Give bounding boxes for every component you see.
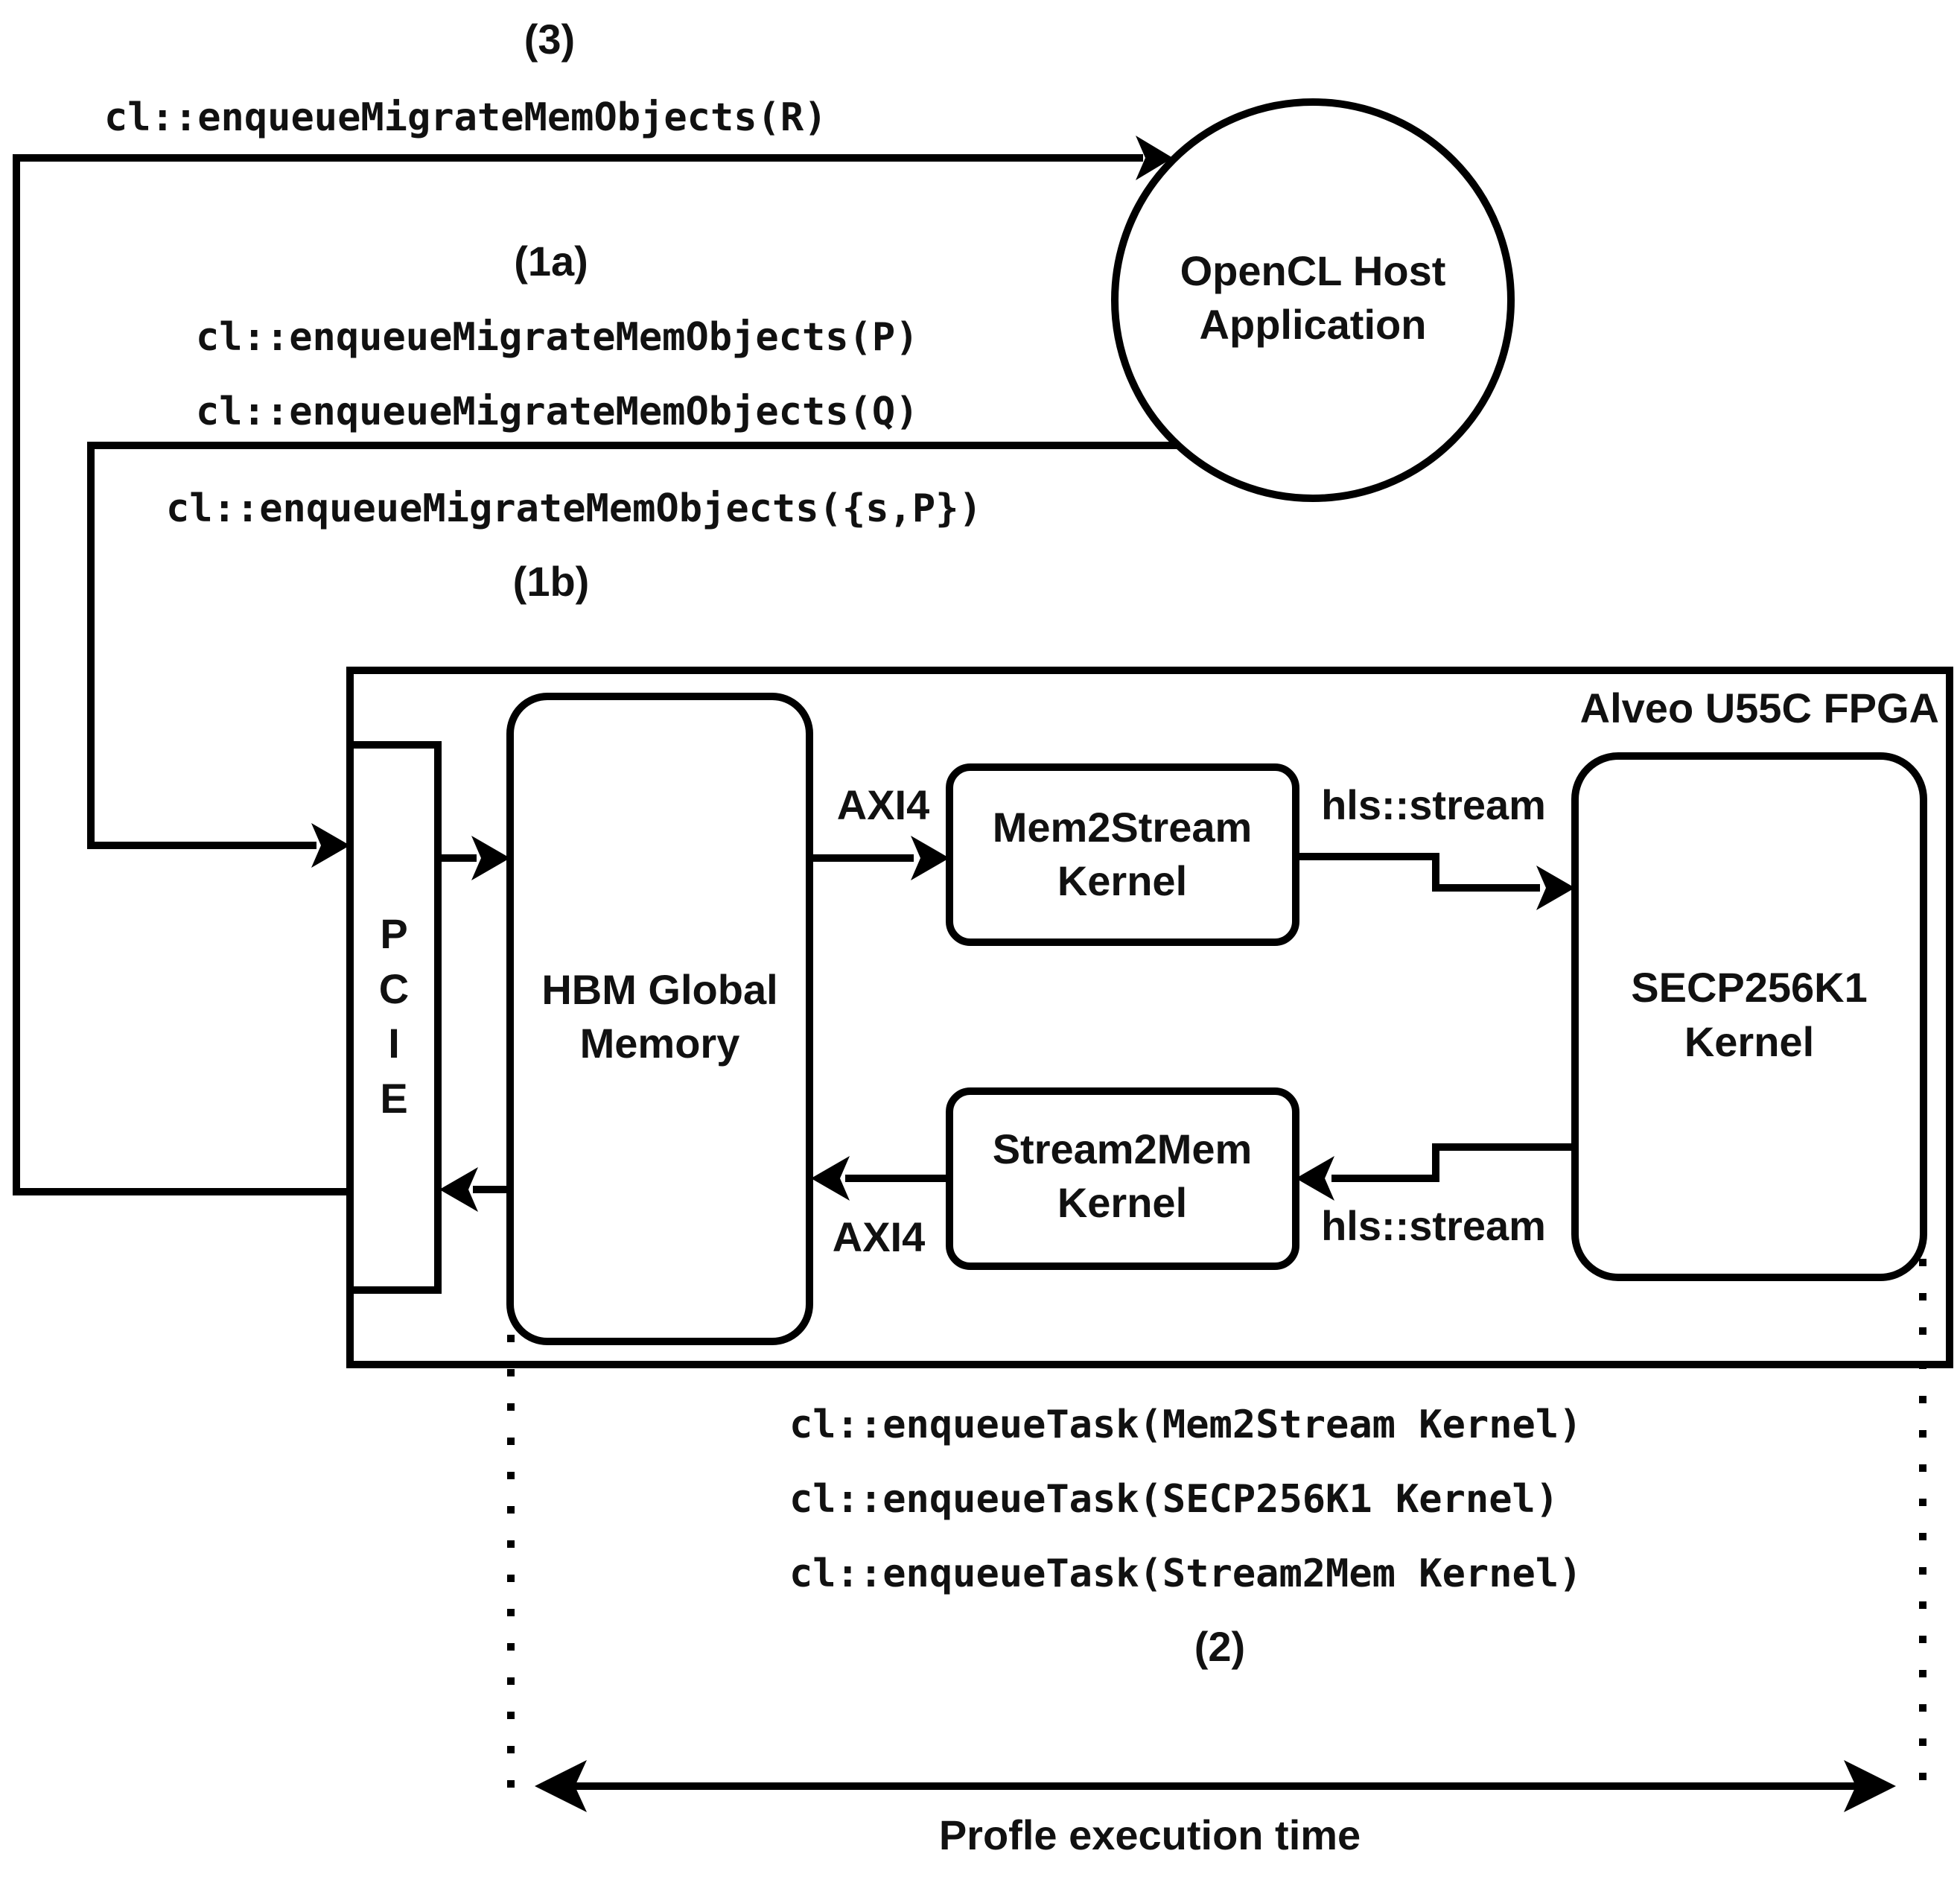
send-path-line (87, 442, 1180, 849)
hbm-label-line1: HBM Global (541, 966, 777, 1013)
hbm-to-pcie-arrowhead (439, 1167, 478, 1212)
mem2stream-label-line2: Kernel (1057, 857, 1187, 904)
host-label-line1: OpenCL Host (1180, 247, 1446, 294)
step-3-label: (3) (524, 16, 575, 63)
axi4-bottom-label: AXI4 (833, 1213, 926, 1260)
call-migrate-r: cl::enqueueMigrateMemObjects(R) (104, 95, 827, 140)
hbm-label-line2: Memory (580, 1020, 740, 1067)
pcie-letter-e: E (380, 1075, 407, 1122)
call-migrate-sp: cl::enqueueMigrateMemObjects({s,P}) (166, 486, 982, 531)
call-migrate-p: cl::enqueueMigrateMemObjects(P) (196, 315, 919, 360)
step-1b-label: (1b) (513, 558, 590, 605)
pcie-to-hbm-arrowhead (471, 836, 510, 880)
profile-time-arrowhead-right (1844, 1760, 1896, 1812)
pcie-block (346, 741, 442, 1294)
call-migrate-q: cl::enqueueMigrateMemObjects(Q) (196, 390, 919, 434)
hls-stream-bottom-label: hls::stream (1321, 1202, 1546, 1249)
mem2stream-label-line1: Mem2Stream (993, 804, 1253, 851)
hls-stream-top-label: hls::stream (1321, 781, 1546, 828)
call-task-stream2mem: cl::enqueueTask(Stream2Mem Kernel) (789, 1552, 1582, 1596)
return-path-line (13, 154, 1143, 1195)
step-1a-label: (1a) (514, 238, 588, 285)
arrowhead-to-pcie (311, 823, 350, 868)
pcie-letter-i: I (388, 1020, 400, 1067)
stream2mem-label-line1: Stream2Mem (993, 1125, 1253, 1172)
fpga-board-label: Alveo U55C FPGA (1580, 685, 1939, 731)
pcie-letter-c: C (379, 965, 409, 1012)
secp256k1-label-line2: Kernel (1684, 1018, 1814, 1065)
mem2stream-kernel-block (946, 763, 1299, 946)
axi4-top-label: AXI4 (837, 781, 930, 828)
host-application-node (1111, 98, 1515, 502)
call-task-mem2stream: cl::enqueueTask(Mem2Stream Kernel) (789, 1403, 1582, 1447)
call-task-secp256k1: cl::enqueueTask(SECP256K1 Kernel) (789, 1477, 1559, 1522)
arrowhead-to-host (1136, 136, 1173, 180)
secp-to-stream2mem-line (1331, 1143, 1575, 1182)
mem2stream-to-secp-line (1296, 853, 1540, 892)
secp256k1-kernel-block (1571, 752, 1927, 1281)
hbm-global-memory-block (506, 693, 813, 1345)
secp-to-stream2mem-arrowhead (1296, 1156, 1334, 1201)
step-2-label: (2) (1194, 1623, 1245, 1670)
secp256k1-label-line1: SECP256K1 (1631, 964, 1868, 1011)
stream2mem-label-line2: Kernel (1057, 1179, 1187, 1226)
hbm-to-mem2stream-arrowhead (911, 836, 949, 880)
profile-execution-time-label: Profle execution time (939, 1811, 1361, 1858)
stream2mem-to-hbm-arrowhead (811, 1156, 850, 1201)
pcie-letter-p: P (380, 910, 407, 957)
profile-time-arrowhead-left (535, 1760, 587, 1812)
host-label-line2: Application (1200, 301, 1427, 348)
mem2stream-to-secp-arrowhead (1536, 866, 1575, 910)
